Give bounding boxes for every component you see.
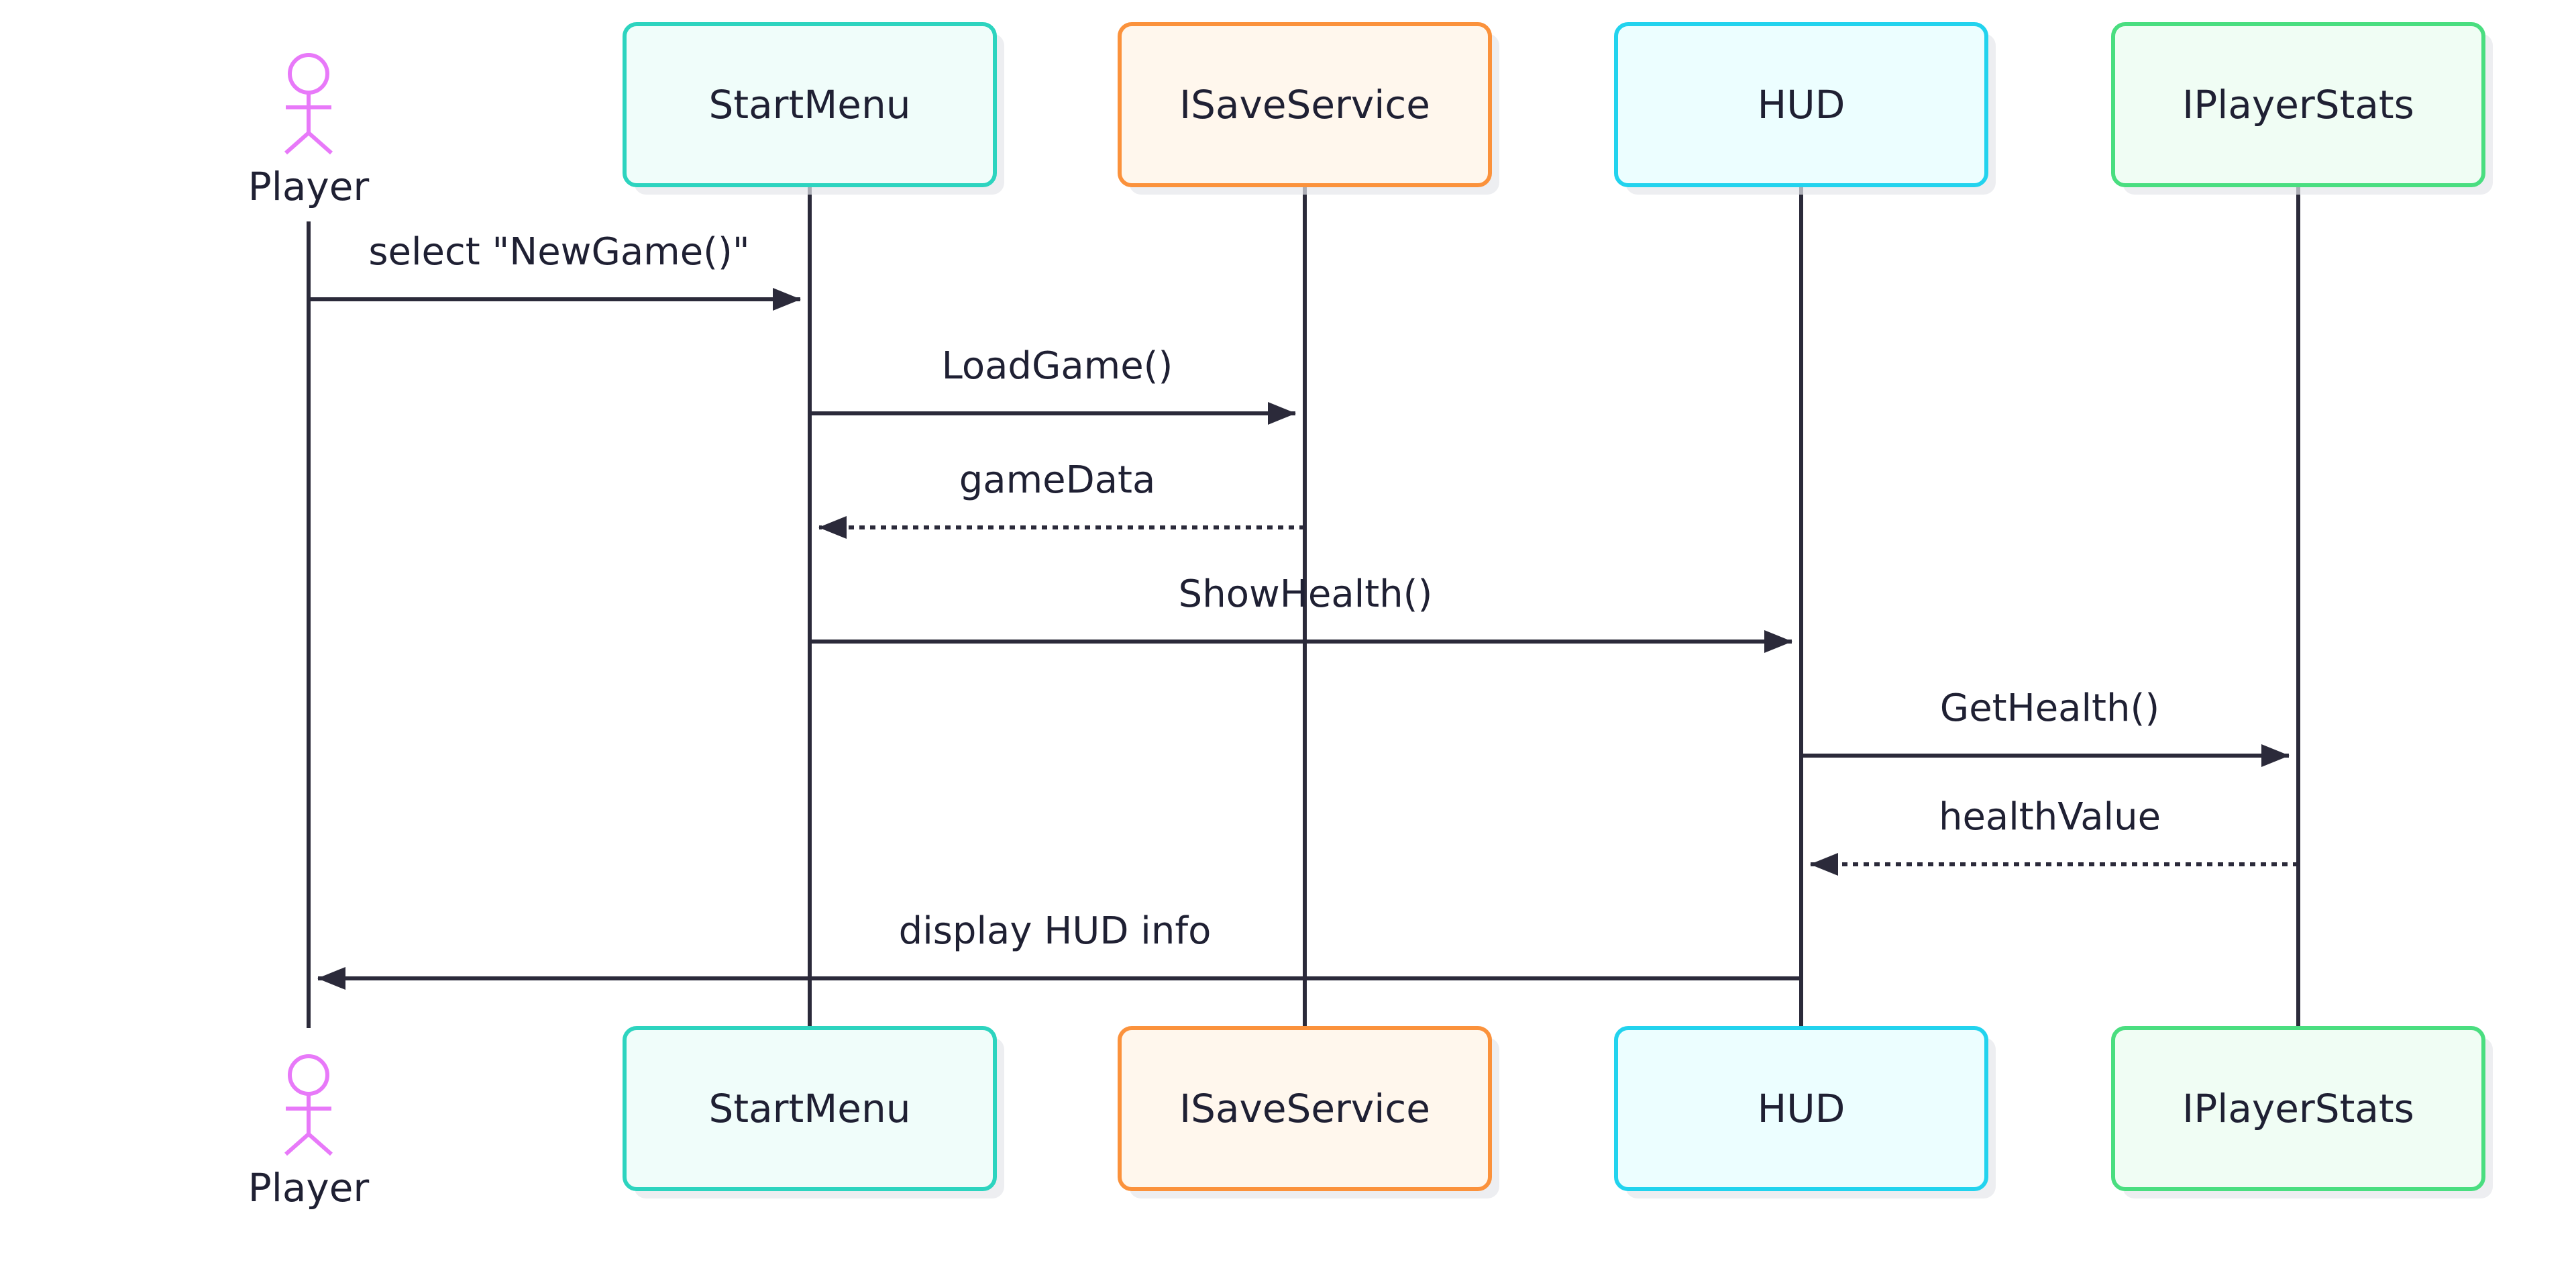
participant-box	[1118, 22, 1492, 187]
message-label: gameData	[959, 458, 1156, 502]
message-label: display HUD info	[899, 909, 1212, 953]
participant-startmenu-top: StartMenu	[623, 22, 1004, 195]
participant-isaveservice-top: ISaveService	[1118, 22, 1499, 195]
actor-stick-figure-icon	[284, 53, 333, 155]
participant-label: StartMenu	[709, 82, 911, 128]
message-label: healthValue	[1939, 795, 2161, 839]
message-7: display HUD info	[317, 909, 1801, 990]
participant-label: ISaveService	[1179, 82, 1430, 128]
message-label: LoadGame()	[942, 344, 1173, 388]
actor-label: Player	[248, 164, 370, 209]
lifelines	[307, 185, 2300, 1028]
message-label: select "NewGame()"	[368, 230, 749, 274]
message-label: GetHealth()	[1940, 686, 2159, 730]
message-2: LoadGame()	[810, 344, 1296, 425]
message-6: healthValue	[1810, 795, 2298, 876]
participant-iplayerstats-top: IPlayerStats	[2111, 22, 2493, 195]
participant-box	[1614, 1026, 1988, 1191]
message-4: ShowHealth()	[810, 572, 1792, 653]
participant-iplayerstats-bottom: IPlayerStats	[2111, 1026, 2493, 1198]
participant-hud-bottom: HUD	[1614, 1026, 1996, 1198]
participant-player-top: Player	[248, 53, 370, 209]
messages: select "NewGame()" LoadGame() gameDataShow…	[309, 230, 2298, 990]
actor-label: Player	[248, 1165, 370, 1211]
actor-stick-figure-icon	[284, 1054, 333, 1156]
participant-box	[1614, 22, 1988, 187]
participant-box	[623, 22, 997, 187]
participant-startmenu-bottom: StartMenu	[623, 1026, 1004, 1198]
participant-label: StartMenu	[709, 1086, 911, 1131]
participant-box	[2111, 1026, 2485, 1191]
participant-label: IPlayerStats	[2182, 82, 2414, 128]
participant-box	[2111, 22, 2485, 187]
message-1: select "NewGame()"	[309, 230, 801, 311]
message-label: ShowHealth()	[1179, 572, 1433, 616]
message-5: GetHealth()	[1801, 686, 2290, 767]
participant-label: ISaveService	[1179, 1086, 1430, 1131]
participant-box	[1118, 1026, 1492, 1191]
participants: PlayerPlayerStartMenuStartMenuISaveServi…	[248, 22, 2493, 1211]
participant-box	[623, 1026, 997, 1191]
message-3: gameData	[818, 458, 1305, 539]
participant-player-bottom: Player	[248, 1054, 370, 1211]
participant-label: HUD	[1758, 1086, 1845, 1131]
participant-hud-top: HUD	[1614, 22, 1996, 195]
participant-label: HUD	[1758, 82, 1845, 128]
participant-label: IPlayerStats	[2182, 1086, 2414, 1131]
participant-isaveservice-bottom: ISaveService	[1118, 1026, 1499, 1198]
